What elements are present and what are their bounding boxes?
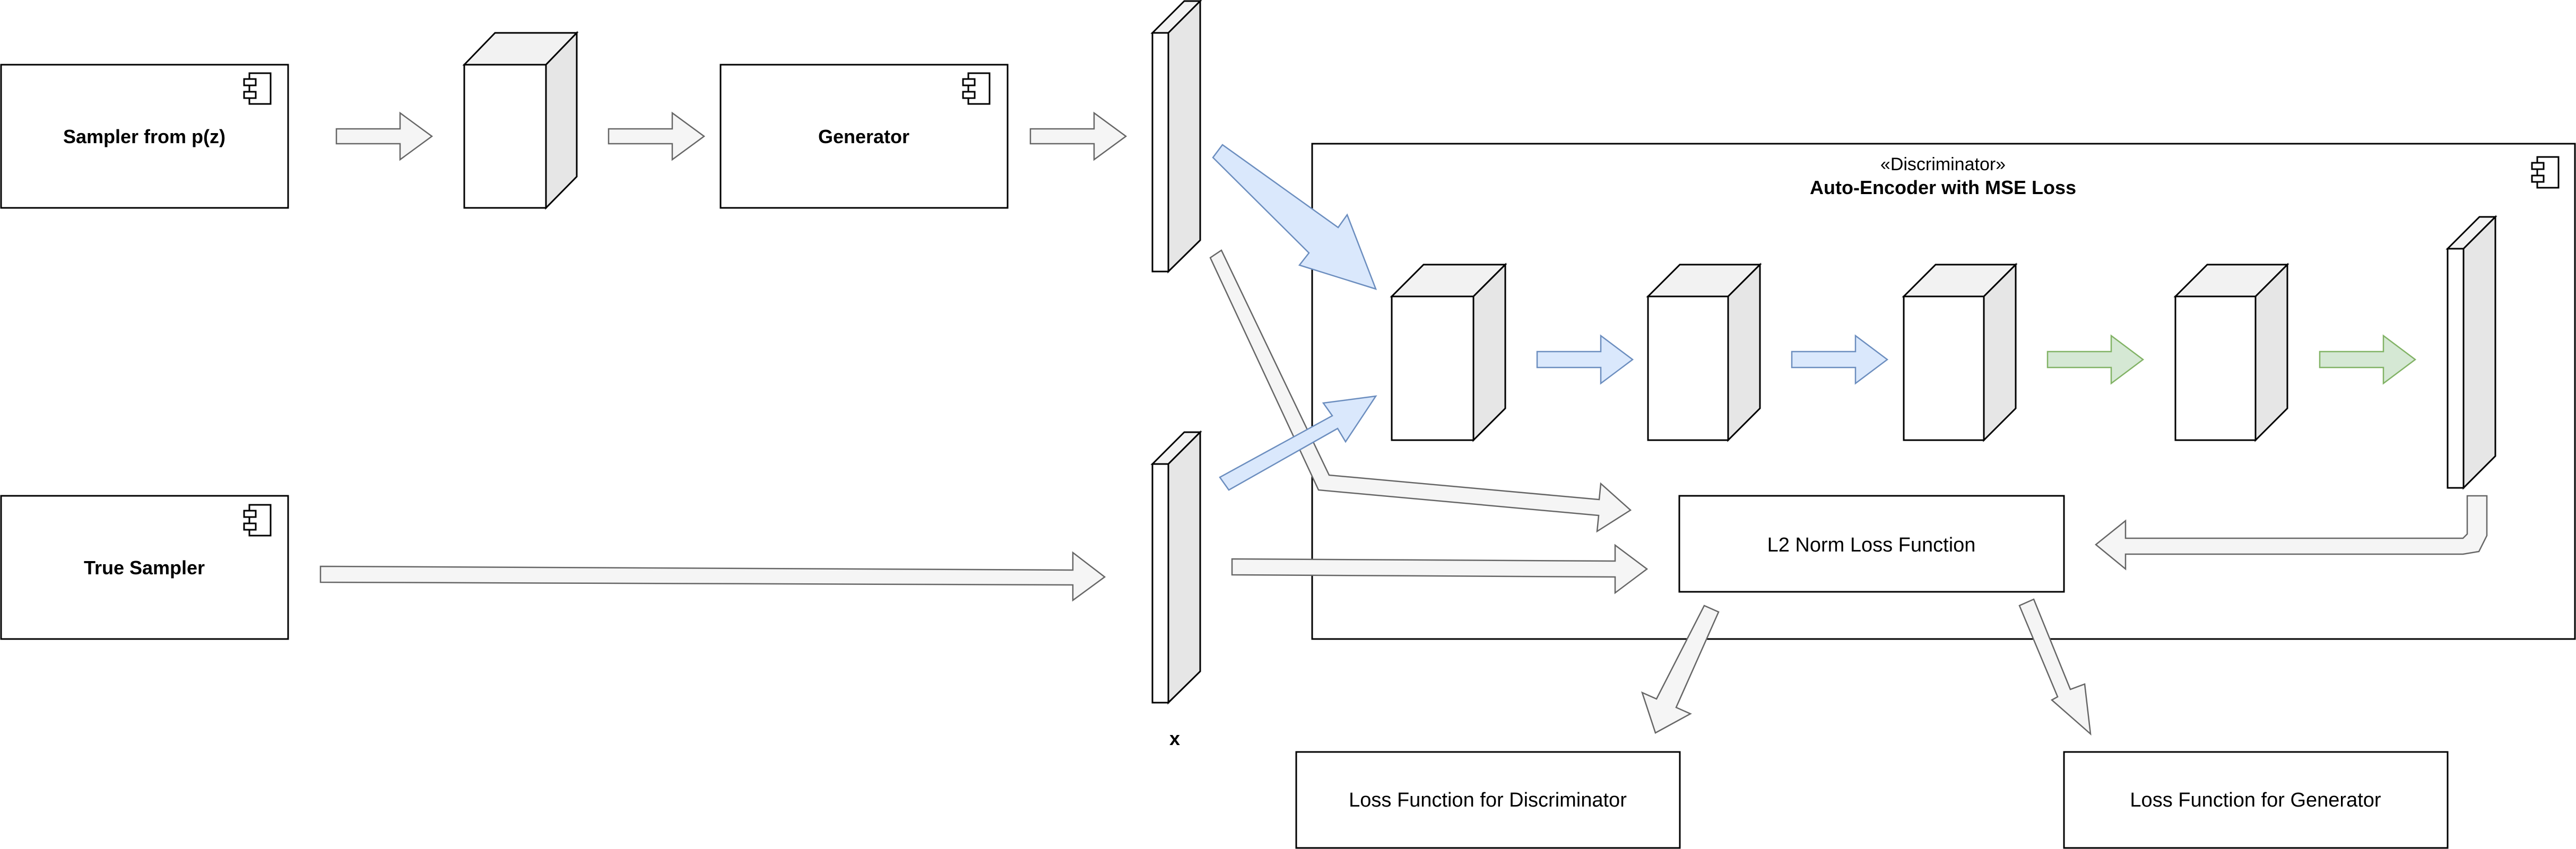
loss-generator-label: Loss Function for Generator — [2130, 789, 2381, 811]
arrow-latent-to-decoder — [2046, 334, 2145, 385]
component-icon — [962, 72, 991, 105]
true-sampler-node: True Sampler — [0, 495, 289, 640]
component-icon — [243, 72, 272, 105]
arrow-generated-to-l2-loss — [1209, 249, 1632, 533]
arrow-x-to-l2-loss — [1231, 544, 1649, 594]
arrow-sampler-to-latent — [335, 111, 433, 161]
sampler-pz-node: Sampler from p(z) — [0, 64, 289, 209]
generator-label: Generator — [818, 126, 909, 147]
latent-code-cube — [1902, 262, 2018, 442]
generator-node: Generator — [719, 64, 1009, 209]
encoder-cube-1 — [1390, 262, 1507, 442]
generated-sample-slab — [1150, 0, 1202, 274]
arrow-reconstruction-to-l2-loss — [2095, 495, 2488, 571]
discriminator-stereotype: «Discriminator» — [1880, 154, 2006, 174]
encoder-cube-2 — [1646, 262, 1762, 442]
l2-loss-node: L2 Norm Loss Function — [1678, 495, 2065, 593]
discriminator-title: Auto-Encoder with MSE Loss — [1810, 177, 2076, 198]
true-sampler-label: True Sampler — [84, 557, 205, 579]
arrow-encoder-1-to-2 — [1536, 334, 1634, 385]
arrow-decoder-to-reconstruction — [2319, 334, 2417, 385]
sampler-pz-label: Sampler from p(z) — [63, 126, 225, 147]
arrow-generated-to-encoder — [1212, 144, 1377, 290]
arrow-encoder-2-to-latent — [1791, 334, 1889, 385]
loss-discriminator-node: Loss Function for Discriminator — [1295, 751, 1681, 849]
component-icon — [2531, 156, 2560, 189]
loss-discriminator-label: Loss Function for Discriminator — [1349, 789, 1627, 811]
component-icon — [243, 504, 272, 537]
arrow-true-sampler-to-x — [319, 551, 1106, 602]
real-sample-slab-x — [1150, 430, 1202, 705]
reconstruction-slab — [2445, 215, 2497, 490]
loss-generator-node: Loss Function for Generator — [2063, 751, 2449, 849]
arrow-generator-to-sample — [1029, 111, 1127, 161]
x-label: x — [1169, 728, 1180, 749]
arrow-latent-to-generator — [608, 111, 706, 161]
arrow-x-to-encoder — [1219, 395, 1377, 491]
l2-loss-label: L2 Norm Loss Function — [1767, 534, 1976, 556]
arrow-l2-to-loss-discriminator — [1641, 605, 1720, 734]
latent-cube — [462, 31, 579, 210]
arrow-l2-to-loss-generator — [2018, 598, 2092, 736]
decoder-cube — [2173, 262, 2289, 442]
